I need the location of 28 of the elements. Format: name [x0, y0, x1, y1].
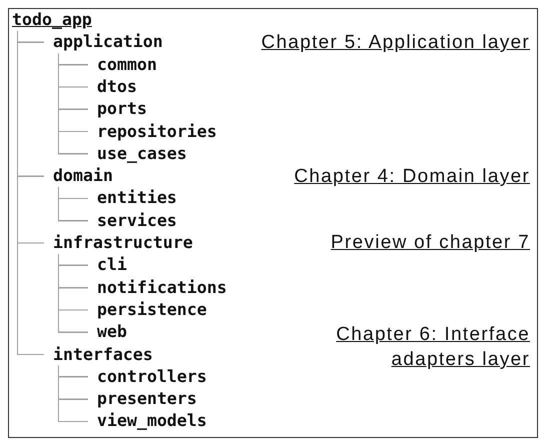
folder-name: dtos [88, 76, 137, 98]
folder-name: domain [44, 165, 113, 188]
chapter-note: Chapter 6: Interface adapters layer [335, 323, 530, 372]
folder-name: repositories [88, 120, 217, 142]
chapter-note: Preview of chapter 7 [330, 231, 530, 255]
folder-name: presenters [88, 388, 197, 410]
chapter-note: Chapter 4: Domain layer [293, 165, 530, 189]
tree-connector [16, 31, 44, 356]
folder-name: entities [88, 187, 177, 210]
root-folder-name: todo_app [12, 9, 92, 31]
folder-name: infrastructure [44, 232, 193, 254]
folder-name: notifications [88, 276, 227, 299]
chapter-note: Chapter 5: Application layer [260, 31, 530, 55]
folder-name: cli [88, 254, 127, 276]
tree-connector [58, 187, 88, 222]
folder-name: use_cases [88, 142, 187, 165]
folder-name: common [88, 54, 157, 76]
folder-name: services [88, 210, 177, 232]
folder-name: view_models [88, 410, 207, 432]
tree-connector [58, 254, 88, 333]
tree-connector [58, 53, 88, 154]
folder-name: persistence [88, 298, 207, 321]
folder-name: application [44, 31, 163, 54]
folder-name: interfaces [44, 344, 153, 366]
folder-name: ports [88, 98, 147, 120]
folder-name: web [88, 321, 127, 344]
folder-name: controllers [88, 366, 207, 388]
tree-connector [58, 366, 88, 422]
